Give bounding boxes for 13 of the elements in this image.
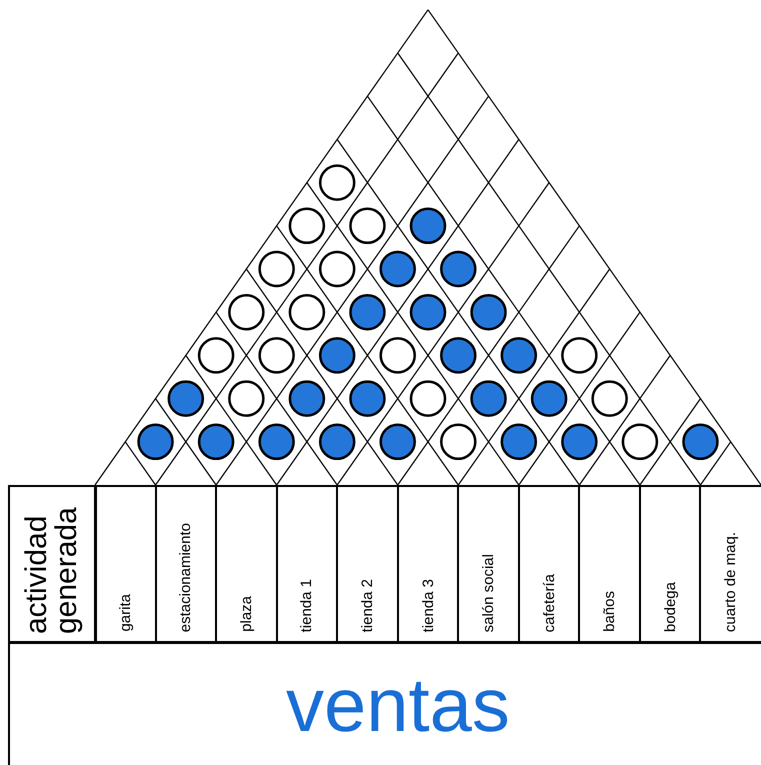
- column-header: cuarto de maq.: [722, 532, 740, 632]
- column-header: cafetería: [540, 574, 558, 632]
- column-header: plaza: [238, 596, 255, 632]
- column-header: salón social: [480, 554, 498, 632]
- column-header: estacionamiento: [177, 523, 194, 632]
- row-header: actividad generada: [22, 506, 82, 634]
- column-header: tienda 3: [420, 579, 436, 632]
- column-header: tienda 1: [298, 579, 316, 632]
- column-header: baños: [601, 591, 618, 632]
- column-header: garita: [116, 594, 134, 632]
- category-title: ventas: [286, 662, 510, 748]
- column-header: bodega: [662, 582, 679, 632]
- column-header: tienda 2: [358, 579, 376, 632]
